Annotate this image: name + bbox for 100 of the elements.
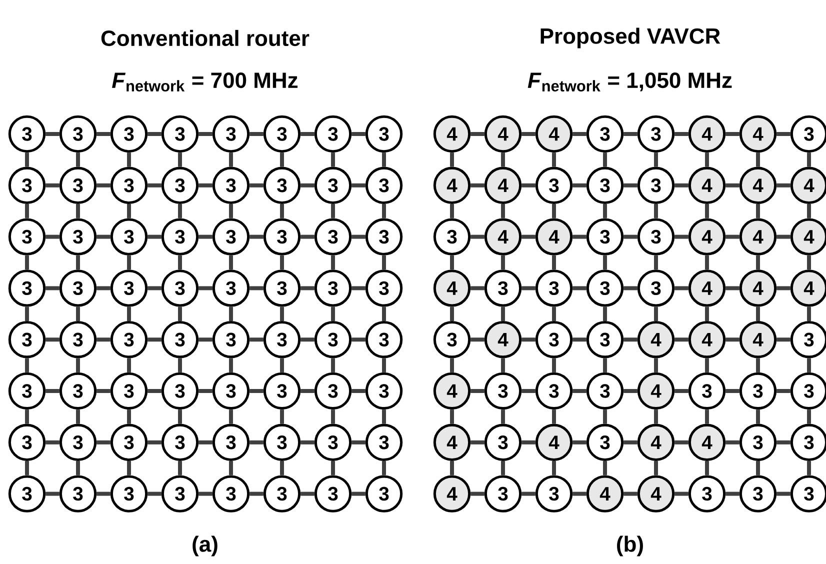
link-line xyxy=(726,389,740,393)
link-line xyxy=(450,358,454,372)
link-line xyxy=(382,358,386,372)
link-line xyxy=(807,255,811,270)
router-node: 4 xyxy=(484,218,522,256)
link-line xyxy=(76,204,80,218)
link-line xyxy=(300,234,314,239)
router-node: 4 xyxy=(484,321,522,358)
link-line xyxy=(148,183,162,188)
router-node: 4 xyxy=(637,321,675,358)
link-line xyxy=(470,492,484,496)
link-line xyxy=(331,410,335,424)
router-node: 4 xyxy=(790,218,826,256)
link-line xyxy=(726,440,740,444)
link-line xyxy=(198,338,212,342)
link-line xyxy=(300,492,314,496)
router-node: 3 xyxy=(314,475,352,512)
router-node: 4 xyxy=(688,166,726,204)
router-node: 3 xyxy=(110,424,148,461)
link-line xyxy=(76,358,80,372)
router-node: 3 xyxy=(314,218,352,256)
link-line xyxy=(229,358,233,372)
link-line xyxy=(572,440,586,444)
link-line xyxy=(674,132,688,136)
link-line xyxy=(603,410,607,424)
link-line xyxy=(127,461,131,476)
link-line xyxy=(654,152,658,167)
link-line xyxy=(46,234,60,239)
link-line xyxy=(352,492,366,496)
router-node: 4 xyxy=(688,321,726,358)
link-line xyxy=(280,152,284,167)
router-node: 3 xyxy=(314,424,352,461)
link-line xyxy=(178,255,182,270)
link-line xyxy=(96,286,110,290)
link-line xyxy=(572,234,586,239)
link-line xyxy=(654,461,658,476)
link-line xyxy=(25,204,29,218)
router-node: 3 xyxy=(161,424,199,461)
router-node: 4 xyxy=(688,115,726,153)
router-node: 4 xyxy=(433,115,471,153)
router-node: 4 xyxy=(433,424,471,461)
router-node: 4 xyxy=(535,424,573,461)
link-line xyxy=(331,204,335,218)
link-line xyxy=(280,358,284,372)
router-node: 3 xyxy=(161,270,199,307)
link-line xyxy=(280,461,284,476)
link-line xyxy=(46,440,60,444)
router-node: 3 xyxy=(161,218,199,256)
link-line xyxy=(352,286,366,290)
link-line xyxy=(807,461,811,476)
link-line xyxy=(726,183,740,188)
router-node: 4 xyxy=(739,115,777,153)
link-line xyxy=(331,255,335,270)
router-node: 3 xyxy=(161,166,199,204)
link-line xyxy=(331,461,335,476)
link-line xyxy=(603,358,607,372)
link-line xyxy=(756,410,760,424)
link-line xyxy=(352,440,366,444)
link-line xyxy=(654,410,658,424)
link-line xyxy=(46,338,60,342)
router-node: 3 xyxy=(263,115,301,153)
link-line xyxy=(352,234,366,239)
link-line xyxy=(76,306,80,321)
link-line xyxy=(25,358,29,372)
link-line xyxy=(382,152,386,167)
link-line xyxy=(705,358,709,372)
link-line xyxy=(46,286,60,290)
link-line xyxy=(807,152,811,167)
router-node: 3 xyxy=(161,321,199,358)
link-line xyxy=(470,338,484,342)
link-line xyxy=(250,492,264,496)
link-line xyxy=(300,338,314,342)
link-line xyxy=(654,358,658,372)
router-node: 4 xyxy=(484,166,522,204)
link-line xyxy=(572,389,586,393)
link-line xyxy=(280,306,284,321)
link-line xyxy=(450,410,454,424)
link-line xyxy=(96,440,110,444)
link-line xyxy=(726,234,740,239)
router-node: 3 xyxy=(586,115,624,153)
link-line xyxy=(229,461,233,476)
router-node: 3 xyxy=(8,321,46,358)
link-line xyxy=(148,286,162,290)
link-line xyxy=(756,306,760,321)
link-line xyxy=(624,440,638,444)
router-node: 3 xyxy=(314,372,352,410)
router-node: 3 xyxy=(59,115,97,153)
link-line xyxy=(572,132,586,136)
link-line xyxy=(25,255,29,270)
router-node: 3 xyxy=(314,270,352,307)
router-node: 3 xyxy=(110,372,148,410)
link-line xyxy=(148,338,162,342)
router-node: 3 xyxy=(484,424,522,461)
link-line xyxy=(300,183,314,188)
router-node: 3 xyxy=(365,372,403,410)
link-line xyxy=(198,183,212,188)
router-node: 3 xyxy=(484,270,522,307)
router-node: 4 xyxy=(433,475,471,512)
link-line xyxy=(331,152,335,167)
link-line xyxy=(352,338,366,342)
